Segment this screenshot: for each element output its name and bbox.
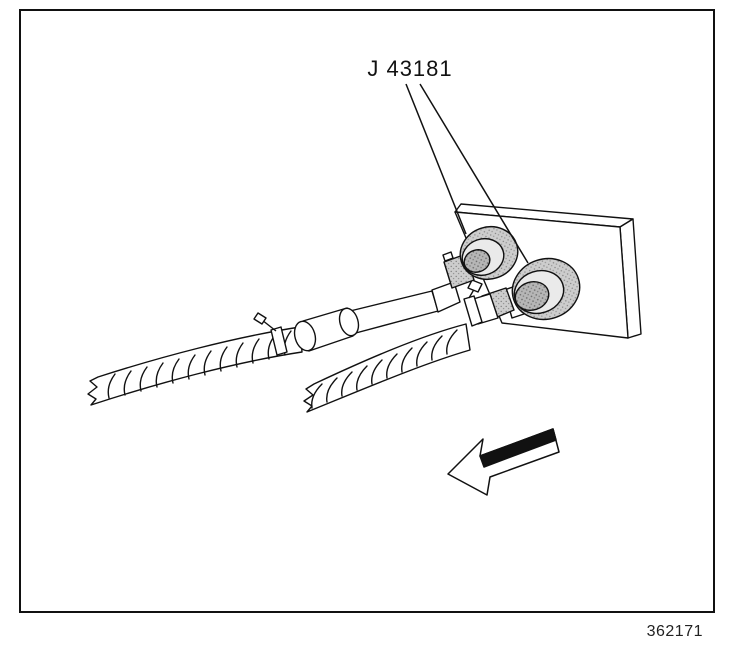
fuel-hose-lower xyxy=(303,323,471,413)
hose-sleeve xyxy=(293,307,360,352)
callout-leader-lines xyxy=(405,83,529,264)
quick-connect-fitting-lower xyxy=(463,257,581,327)
leader-line-left xyxy=(405,83,467,235)
fitting-upper-snout xyxy=(431,281,461,313)
hose-clamp-left xyxy=(253,312,288,356)
tool-callout-label: J 43181 xyxy=(367,56,452,81)
figure-number: 362171 xyxy=(647,623,703,640)
direction-arrow-shading xyxy=(479,428,557,468)
fitting-lower-hub xyxy=(514,280,550,312)
fitting-upper-hub xyxy=(463,249,491,273)
hose-lower-outline xyxy=(303,323,471,413)
direction-arrow xyxy=(447,428,560,496)
quick-connect-fitting-upper xyxy=(431,225,519,313)
leader-line-right xyxy=(419,83,529,264)
fuel-hose-upper xyxy=(87,290,439,406)
hose-lower-ridges xyxy=(311,329,458,409)
fitting-upper-tab xyxy=(442,251,454,262)
hose-clamp-right xyxy=(463,279,483,327)
hose-upper-outline xyxy=(87,326,303,406)
